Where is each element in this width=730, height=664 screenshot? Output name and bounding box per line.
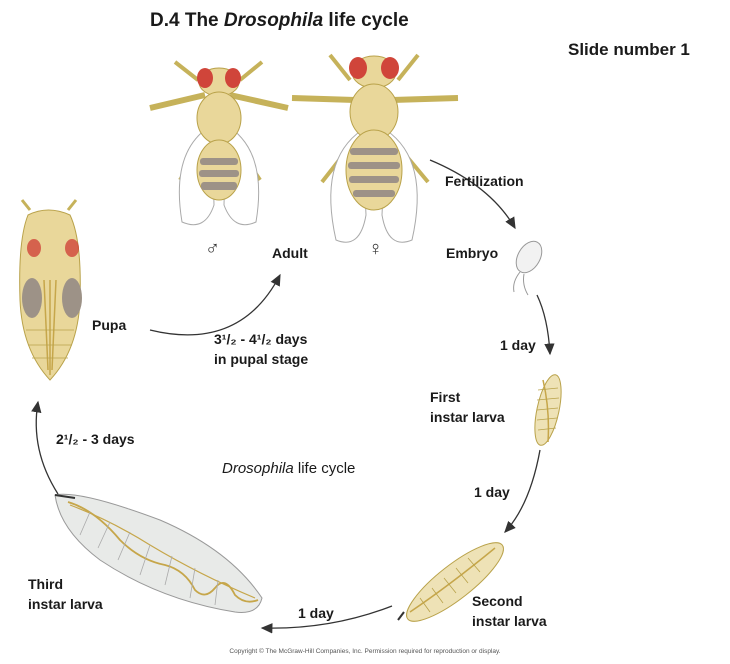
- pupa-illustration: [20, 200, 82, 380]
- arrow-pupa-to-adult: [150, 275, 280, 335]
- third-instar-label-line2: instar larva: [28, 595, 103, 613]
- female-fly-illustration: [292, 55, 458, 242]
- second-instar-label-line1: Second: [472, 592, 523, 610]
- embryo-label: Embryo: [446, 244, 498, 262]
- copyright-notice: Copyright © The McGraw-Hill Companies, I…: [0, 648, 730, 655]
- pupa-label: Pupa: [92, 316, 126, 334]
- pupal-duration-line2: in pupal stage: [214, 350, 308, 368]
- first-instar-larva-illustration: [530, 372, 566, 447]
- first-instar-label-line1: First: [430, 388, 460, 406]
- adult-label: Adult: [272, 244, 308, 262]
- day-label-second: 1 day: [298, 604, 334, 622]
- fertilization-label: Fertilization: [445, 172, 524, 190]
- male-symbol: ♂: [205, 240, 220, 258]
- day-label-embryo: 1 day: [500, 336, 536, 354]
- duration-third-to-pupa: 2¹/₂ - 3 days: [56, 430, 135, 448]
- center-caption: Drosophila life cycle: [222, 460, 355, 477]
- arrow-third-to-pupa: [36, 402, 58, 494]
- female-symbol: ♀: [368, 240, 383, 258]
- pupal-duration-line1: 3¹/₂ - 4¹/₂ days: [214, 330, 307, 348]
- day-label-first: 1 day: [474, 483, 510, 501]
- third-instar-label-line1: Third: [28, 575, 63, 593]
- arrow-fertilization: [430, 160, 515, 228]
- arrow-embryo-to-first: [537, 295, 550, 354]
- first-instar-label-line2: instar larva: [430, 408, 505, 426]
- second-instar-label-line2: instar larva: [472, 612, 547, 630]
- male-fly-illustration: [150, 62, 288, 225]
- arrow-first-to-second: [505, 450, 540, 532]
- embryo-illustration: [511, 237, 547, 295]
